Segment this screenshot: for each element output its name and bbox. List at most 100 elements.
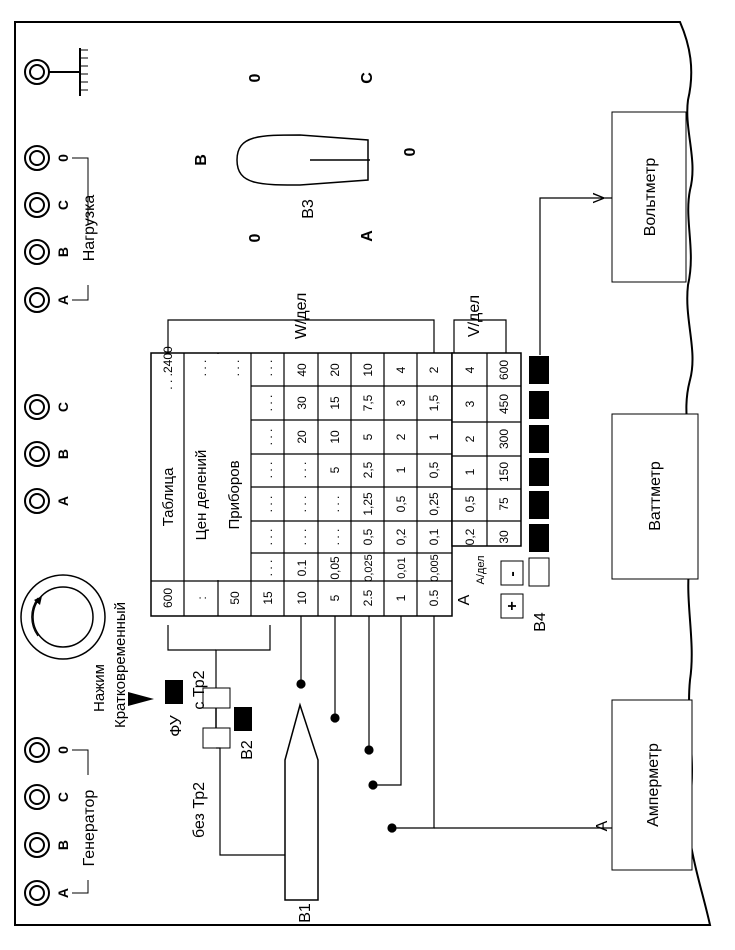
cell: 5 bbox=[328, 594, 342, 601]
middle-terminals bbox=[24, 394, 50, 514]
row15-dots-d: . . . bbox=[261, 462, 275, 479]
gen-label-c: C bbox=[55, 792, 71, 802]
cell: 20 bbox=[328, 363, 342, 377]
cell: 10 bbox=[328, 430, 342, 444]
dial-letter-b: B bbox=[193, 154, 210, 166]
load-title: Нагрузка bbox=[81, 195, 98, 262]
cell: 2 bbox=[427, 366, 441, 373]
cell: 30 bbox=[295, 396, 309, 410]
row-2.5: 2.5 0,025 0,5 1,25 2,5 5 7,5 10 bbox=[361, 363, 375, 606]
cell: 30 bbox=[497, 530, 511, 544]
generator-title: Генератор bbox=[81, 790, 98, 867]
fu-switch[interactable] bbox=[165, 680, 183, 704]
wire-tr2 bbox=[215, 625, 271, 688]
cell: . . . bbox=[295, 496, 309, 513]
cell: 75 bbox=[497, 497, 511, 511]
cell: 4 bbox=[463, 366, 477, 373]
press-label-1: Нажим bbox=[91, 664, 108, 712]
cell: 0,5 bbox=[394, 495, 408, 512]
wire-no-tr2 bbox=[216, 747, 285, 856]
voltmeter-box bbox=[611, 111, 687, 283]
cell: . . . bbox=[295, 462, 309, 479]
row-5: 5 0,05 . . . . . . 5 10 15 20 bbox=[328, 363, 342, 601]
row15-dots-a: . . . bbox=[261, 560, 275, 577]
ammeter-label: Амперметр bbox=[645, 743, 662, 827]
plus-button[interactable] bbox=[500, 593, 524, 619]
cell: 3 bbox=[463, 400, 477, 407]
selector-b1[interactable] bbox=[284, 702, 319, 901]
gen-label-a: A bbox=[55, 888, 71, 898]
selector-wires bbox=[296, 616, 612, 833]
cell: 0,01 bbox=[396, 557, 408, 578]
mid-label-a: A bbox=[55, 496, 71, 506]
wattmeter-box bbox=[611, 413, 699, 580]
head-600: 600 bbox=[161, 588, 175, 608]
cell: 0,2 bbox=[463, 528, 477, 545]
cell: 150 bbox=[497, 462, 511, 482]
cell: 1,25 bbox=[361, 492, 375, 516]
a-per-div-label: A/дел bbox=[475, 556, 487, 585]
v-per-div-label: V/дел bbox=[466, 295, 483, 337]
row15-dots-c: . . . bbox=[261, 496, 275, 513]
without-tr2-label: без Тр2 bbox=[191, 782, 208, 838]
scale-table bbox=[150, 352, 522, 617]
cell: 5 bbox=[328, 466, 342, 473]
wire-tr2b bbox=[167, 625, 216, 651]
dial-letter-a: A bbox=[359, 230, 376, 242]
row15-dots-e: . . . bbox=[261, 429, 275, 446]
cell: 600 bbox=[497, 360, 511, 380]
row15-dots-f: . . . bbox=[261, 395, 275, 412]
v-bracket bbox=[453, 319, 507, 355]
a-line-label: A bbox=[594, 820, 611, 831]
row-10: 10 0.1 . . . . . . . . . 20 30 40 bbox=[295, 363, 309, 605]
cell: 1 bbox=[394, 466, 408, 473]
row-v1: 0,2 0,5 1 2 3 4 bbox=[463, 366, 477, 545]
mid-label-b: B bbox=[55, 449, 71, 459]
gen-label-b: B bbox=[55, 840, 71, 850]
cell: 0.1 bbox=[295, 559, 309, 576]
voltmeter-label: Вольтметр bbox=[642, 158, 659, 237]
head-dots-2: . . . bbox=[228, 360, 242, 377]
switch-b2[interactable] bbox=[202, 687, 252, 749]
dial-b3[interactable] bbox=[236, 134, 370, 186]
w-per-div-label: W/дел bbox=[293, 293, 310, 340]
cell: 0,025 bbox=[363, 554, 375, 582]
wattmeter-label: Ваттметр bbox=[647, 461, 664, 531]
range-buttons[interactable] bbox=[528, 356, 550, 587]
row15-dots-b: . . . bbox=[261, 529, 275, 546]
head-50: 50 bbox=[228, 591, 242, 605]
v4-label: B4 bbox=[532, 612, 549, 632]
cell: 1 bbox=[427, 433, 441, 440]
mid-label-c: C bbox=[55, 402, 71, 412]
rotary-knob[interactable] bbox=[20, 574, 106, 660]
cell: 0,5 bbox=[463, 495, 477, 512]
cell: 1 bbox=[463, 468, 477, 475]
head-dots-3: . . . bbox=[261, 360, 275, 377]
cell: 300 bbox=[497, 429, 511, 449]
minus-button[interactable] bbox=[500, 560, 524, 586]
cell: 0,5 bbox=[361, 528, 375, 545]
load-terminals bbox=[24, 145, 89, 313]
dial-mark-0-top: 0 bbox=[247, 73, 264, 82]
cell: 2.5 bbox=[361, 589, 375, 606]
with-tr2-label: с Тр2 bbox=[191, 670, 208, 709]
head-dots-1: . . . bbox=[195, 360, 209, 377]
w-bracket bbox=[167, 319, 435, 355]
ammeter-box bbox=[611, 699, 693, 871]
v2-label: B2 bbox=[239, 740, 256, 760]
cell: 2 bbox=[394, 433, 408, 440]
cell: 2,5 bbox=[361, 461, 375, 478]
v1-label: B1 bbox=[297, 903, 314, 923]
load-label-0: 0 bbox=[55, 154, 71, 162]
dial-mark-0-left: 0 bbox=[247, 233, 264, 242]
table-sub1: Цен делений bbox=[193, 450, 210, 541]
a-small-label: A bbox=[456, 594, 473, 605]
dial-letter-c: C bbox=[359, 72, 376, 84]
cell: 450 bbox=[497, 394, 511, 414]
generator-terminals bbox=[24, 737, 89, 906]
row-1: 1 0,01 0,2 0,5 1 2 3 4 bbox=[394, 366, 408, 601]
cell: 0,2 bbox=[394, 528, 408, 545]
cell: 5 bbox=[361, 433, 375, 440]
